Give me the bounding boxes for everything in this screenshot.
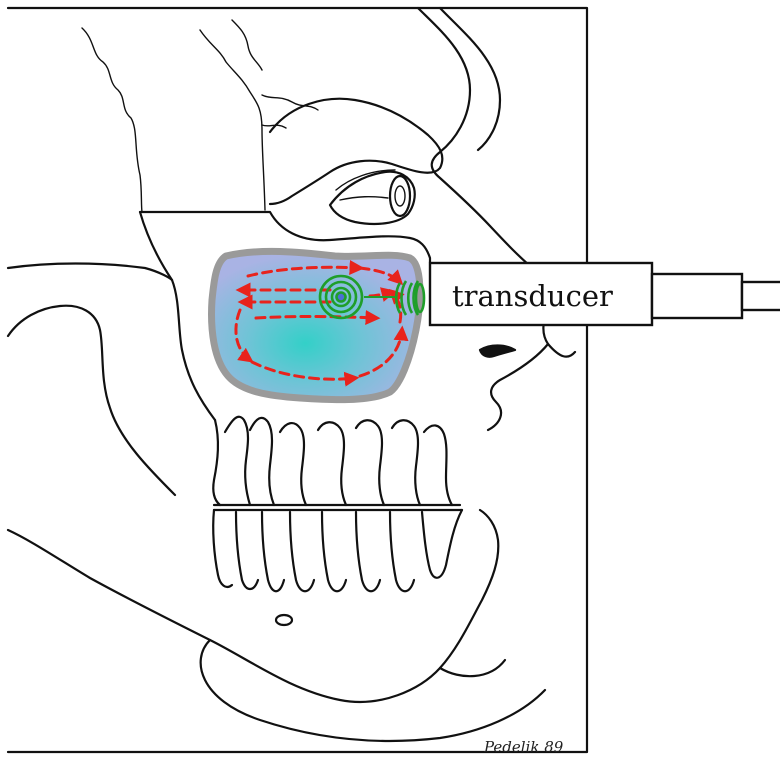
artist-signature: Pedelik 89	[483, 738, 564, 756]
upper-teeth	[213, 417, 460, 505]
transducer-label: transducer	[452, 279, 613, 313]
lower-teeth	[213, 510, 462, 591]
cranium-sutures	[82, 20, 318, 212]
eye	[330, 170, 415, 224]
